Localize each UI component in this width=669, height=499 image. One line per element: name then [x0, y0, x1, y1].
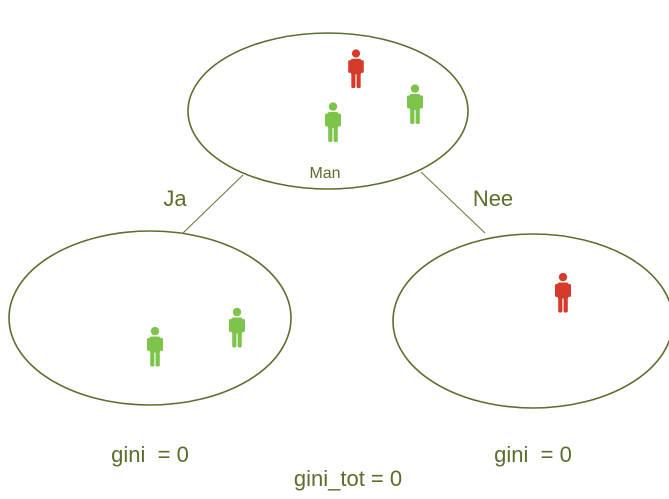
root-node: Man [187, 32, 469, 190]
left-gini-label: gini = 0 [111, 442, 189, 467]
edge-no-line [420, 171, 486, 234]
right-child-ellipse [392, 233, 669, 409]
right-child-node [392, 233, 669, 409]
left-child-ellipse [8, 230, 292, 406]
edge-yes-line [182, 174, 244, 234]
root-node-ellipse [187, 32, 469, 190]
root-node-label: Man [309, 165, 340, 182]
right-gini-label: gini = 0 [494, 442, 572, 467]
edge-yes-label: Ja [163, 186, 187, 211]
edge-no-label: Nee [473, 186, 513, 211]
total-gini-label: gini_tot = 0 [294, 466, 402, 491]
left-child-node [8, 230, 292, 406]
